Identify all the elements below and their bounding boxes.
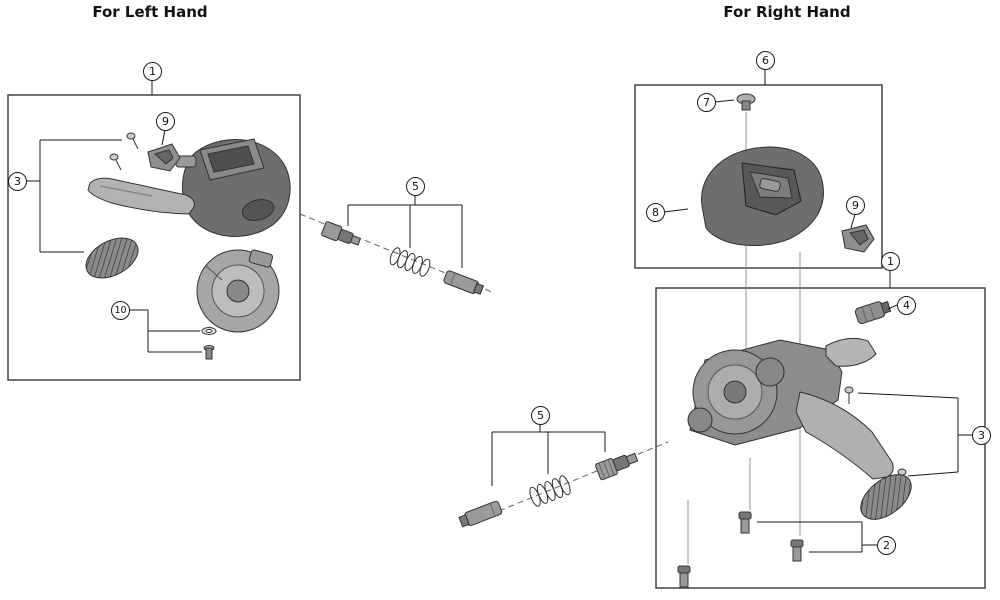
- callout-right-2: 2: [877, 536, 896, 555]
- callout-right-6: 6: [756, 51, 775, 70]
- left-fixing-screw: [203, 345, 215, 360]
- callout-right-1: 1: [881, 252, 900, 271]
- callout-left-10: 10: [111, 301, 130, 320]
- left-paddle: [85, 237, 139, 279]
- left-shifter-body: [175, 138, 291, 237]
- right-spring: [529, 475, 571, 507]
- callout-right-7: 7: [697, 93, 716, 112]
- left-cable-bolt: [443, 270, 485, 295]
- callout-left-5: 5: [406, 177, 425, 196]
- left-spring: [389, 247, 431, 277]
- callout-right-8: 8: [646, 203, 665, 222]
- left-cable-adjuster: [321, 221, 362, 246]
- right-paddle: [860, 474, 912, 520]
- right-cover-plate: [841, 224, 875, 253]
- left-cover-plate: [147, 143, 181, 172]
- left-lever: [87, 177, 195, 215]
- callout-right-5: 5: [531, 406, 550, 425]
- left-clamp-screws: [109, 132, 139, 171]
- right-fixing-screw: [736, 93, 756, 111]
- callout-right-4: 4: [897, 296, 916, 315]
- left-base-plate: [196, 249, 280, 333]
- left-hand-title: For Left Hand: [92, 3, 208, 21]
- right-cable-adjuster: [595, 452, 639, 481]
- right-mount-bolts: [677, 511, 804, 588]
- right-release-lever: [825, 337, 877, 367]
- leader-lines: [26, 69, 972, 553]
- cable-axis-lines: [299, 213, 669, 527]
- callout-right-9: 9: [846, 196, 865, 215]
- right-barrel: [854, 301, 892, 325]
- right-hand-title: For Right Hand: [723, 3, 851, 21]
- callout-right-3: 3: [972, 426, 991, 445]
- callout-left-3: 3: [8, 172, 27, 191]
- right-cover-box: [634, 84, 883, 269]
- left-assembly-box: [7, 94, 301, 381]
- callout-left-9: 9: [156, 112, 175, 131]
- callout-left-1: 1: [143, 62, 162, 81]
- right-clamp-screws: [844, 386, 907, 476]
- right-cover: [701, 146, 824, 246]
- left-washer: [201, 327, 217, 335]
- right-main-lever: [795, 391, 894, 480]
- right-cable-bolt: [458, 500, 503, 528]
